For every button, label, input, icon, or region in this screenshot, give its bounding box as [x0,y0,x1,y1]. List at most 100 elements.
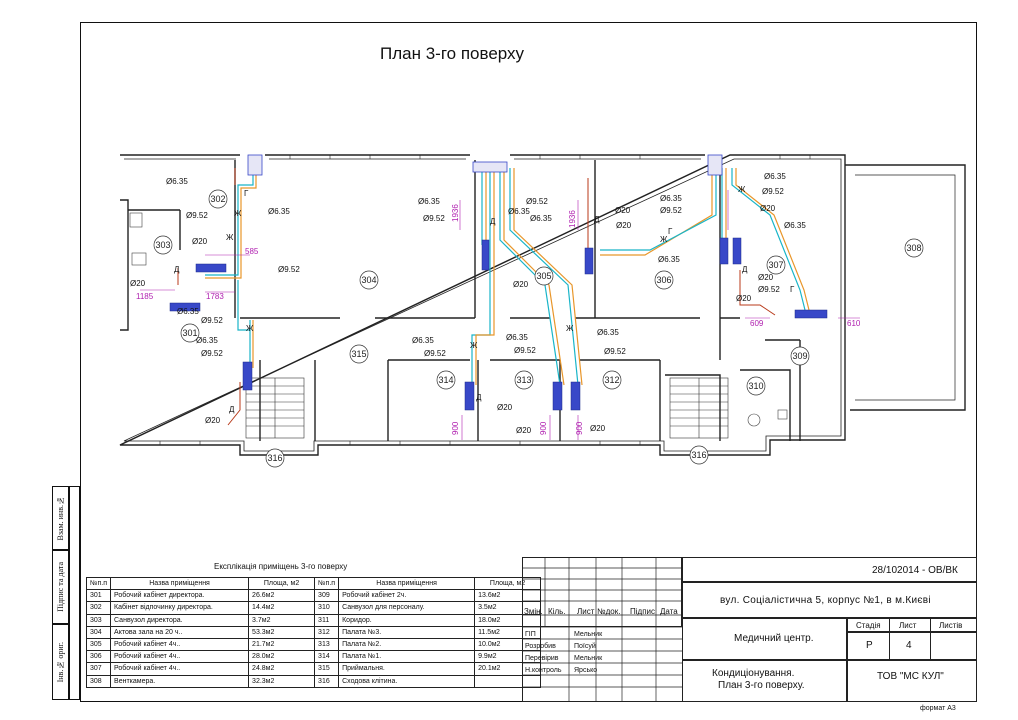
svg-text:Ø9.52: Ø9.52 [186,211,208,220]
svg-text:Ø20: Ø20 [192,237,208,246]
svg-text:Ø20: Ø20 [616,221,632,230]
cell: Приймальня. [338,662,476,676]
svg-text:Ø6.35: Ø6.35 [597,328,619,337]
address: вул. Соціалістична 5, корпус №1, в м.Киє… [720,595,931,606]
svg-text:Ж: Ж [738,185,746,194]
cell: Коридор. [338,613,476,627]
side-stamp-replace: Взам. инв.№ [52,486,69,550]
explication-title: Експлікація приміщень 3-го поверху [214,562,348,571]
floor-plan: 302 303 301 304 305 306 307 308 309 310 … [119,154,966,468]
cell: Санвузол директора. [110,613,250,627]
room-numbers: 302 303 301 304 305 306 307 308 309 310 … [153,189,924,468]
explication-header-row: №п.п Назва приміщення Площа, м2 №п.п Наз… [85,576,542,591]
side-stamp-strip [69,486,80,700]
svg-text:301: 301 [182,328,197,338]
svg-text:Ø20: Ø20 [497,403,513,412]
svg-text:Д: Д [594,215,600,224]
cell: Робочий кабінет 4ч.. [110,662,250,676]
svg-text:Ø6.35: Ø6.35 [177,307,199,316]
svg-text:Ø6.35: Ø6.35 [658,255,680,264]
drain-pipes [177,168,776,426]
svg-text:1783: 1783 [206,292,224,301]
svg-text:Д: Д [174,265,180,274]
cell: 309 [314,589,340,603]
role-label: Розробив [525,643,556,650]
svg-text:Ø20: Ø20 [758,273,774,282]
cell: Робочий кабінет 4ч.. [110,650,250,664]
cell: 313 [314,637,340,652]
sheet-value: 4 [906,640,912,651]
sheet-label: Лист [899,621,917,630]
drawing-title-2: План 3-го поверху. [718,680,805,691]
svg-text:Ø20: Ø20 [205,416,221,425]
role-name: Поїсуй [574,643,596,650]
cell: 306 [85,650,112,664]
sheet-title: План 3-го поверху [380,44,525,63]
svg-text:Д: Д [742,265,748,274]
company-name: ТОВ "МС КУЛ" [877,671,944,682]
rev-col-signature: Підпис [630,607,655,616]
role-label: ГІП [525,631,536,638]
stage-label: Стадія [856,621,881,630]
dimension-labels: 1185 1783 585 1936 1936 609 610 900 900 … [136,204,861,435]
svg-text:900: 900 [575,421,584,435]
svg-text:Ø20: Ø20 [590,424,606,433]
rev-col-sheet: Лист [577,607,595,616]
svg-text:Ø9.52: Ø9.52 [423,214,445,223]
svg-text:Ø9.52: Ø9.52 [758,285,780,294]
svg-text:Ø20: Ø20 [760,204,776,213]
svg-text:316: 316 [691,450,706,460]
svg-text:610: 610 [847,319,861,328]
svg-text:Ø6.35: Ø6.35 [784,221,806,230]
col-header: Назва приміщення [338,576,476,591]
cell: 304 [85,625,112,639]
cell: 303 [85,613,112,627]
svg-text:609: 609 [750,319,764,328]
role-name: Мельник [574,655,603,662]
cell: 308 [85,674,112,688]
cell: 312 [314,625,340,639]
svg-text:315: 315 [351,349,366,359]
cell: 53.3м2 [248,625,316,639]
stairs-right [669,377,729,439]
cell: 301 [85,589,112,603]
svg-text:1185: 1185 [136,292,154,301]
cell: 311 [314,613,340,627]
svg-text:1936: 1936 [451,204,460,222]
cell: 14.4м2 [248,601,316,615]
svg-text:Ø9.52: Ø9.52 [762,187,784,196]
side-stamp-orig: Інв.№ ориг. [52,624,69,700]
cell: 302 [85,601,112,615]
svg-text:1936: 1936 [568,210,577,228]
role-label: Перевірив [525,655,559,662]
svg-text:Ø9.52: Ø9.52 [201,349,223,358]
svg-text:Ж: Ж [246,324,254,333]
svg-text:312: 312 [604,375,619,385]
cell: 307 [85,662,112,676]
cell: 316 [314,674,340,688]
svg-text:Ø20: Ø20 [513,280,529,289]
svg-text:Ж: Ж [470,341,478,350]
svg-text:Ø9.52: Ø9.52 [526,197,548,206]
cell: Венткамера. [110,674,250,688]
svg-text:Ø6.35: Ø6.35 [530,214,552,223]
revision-grid [522,557,682,702]
cell: Палата №3. [338,625,476,639]
svg-text:Ø6.35: Ø6.35 [508,207,530,216]
svg-text:Д: Д [229,405,235,414]
sheets-label: Листів [939,621,963,630]
svg-text:Г: Г [790,285,795,294]
drawing-title-1: Кондиціонування. [712,668,795,679]
svg-text:313: 313 [516,375,531,385]
cell: 28.0м2 [248,650,316,664]
svg-text:Ø9.52: Ø9.52 [514,346,536,355]
svg-text:Г: Г [244,189,249,198]
svg-text:Ø6.35: Ø6.35 [412,336,434,345]
svg-text:Ø6.35: Ø6.35 [506,333,528,342]
stage-value: Р [866,640,873,651]
